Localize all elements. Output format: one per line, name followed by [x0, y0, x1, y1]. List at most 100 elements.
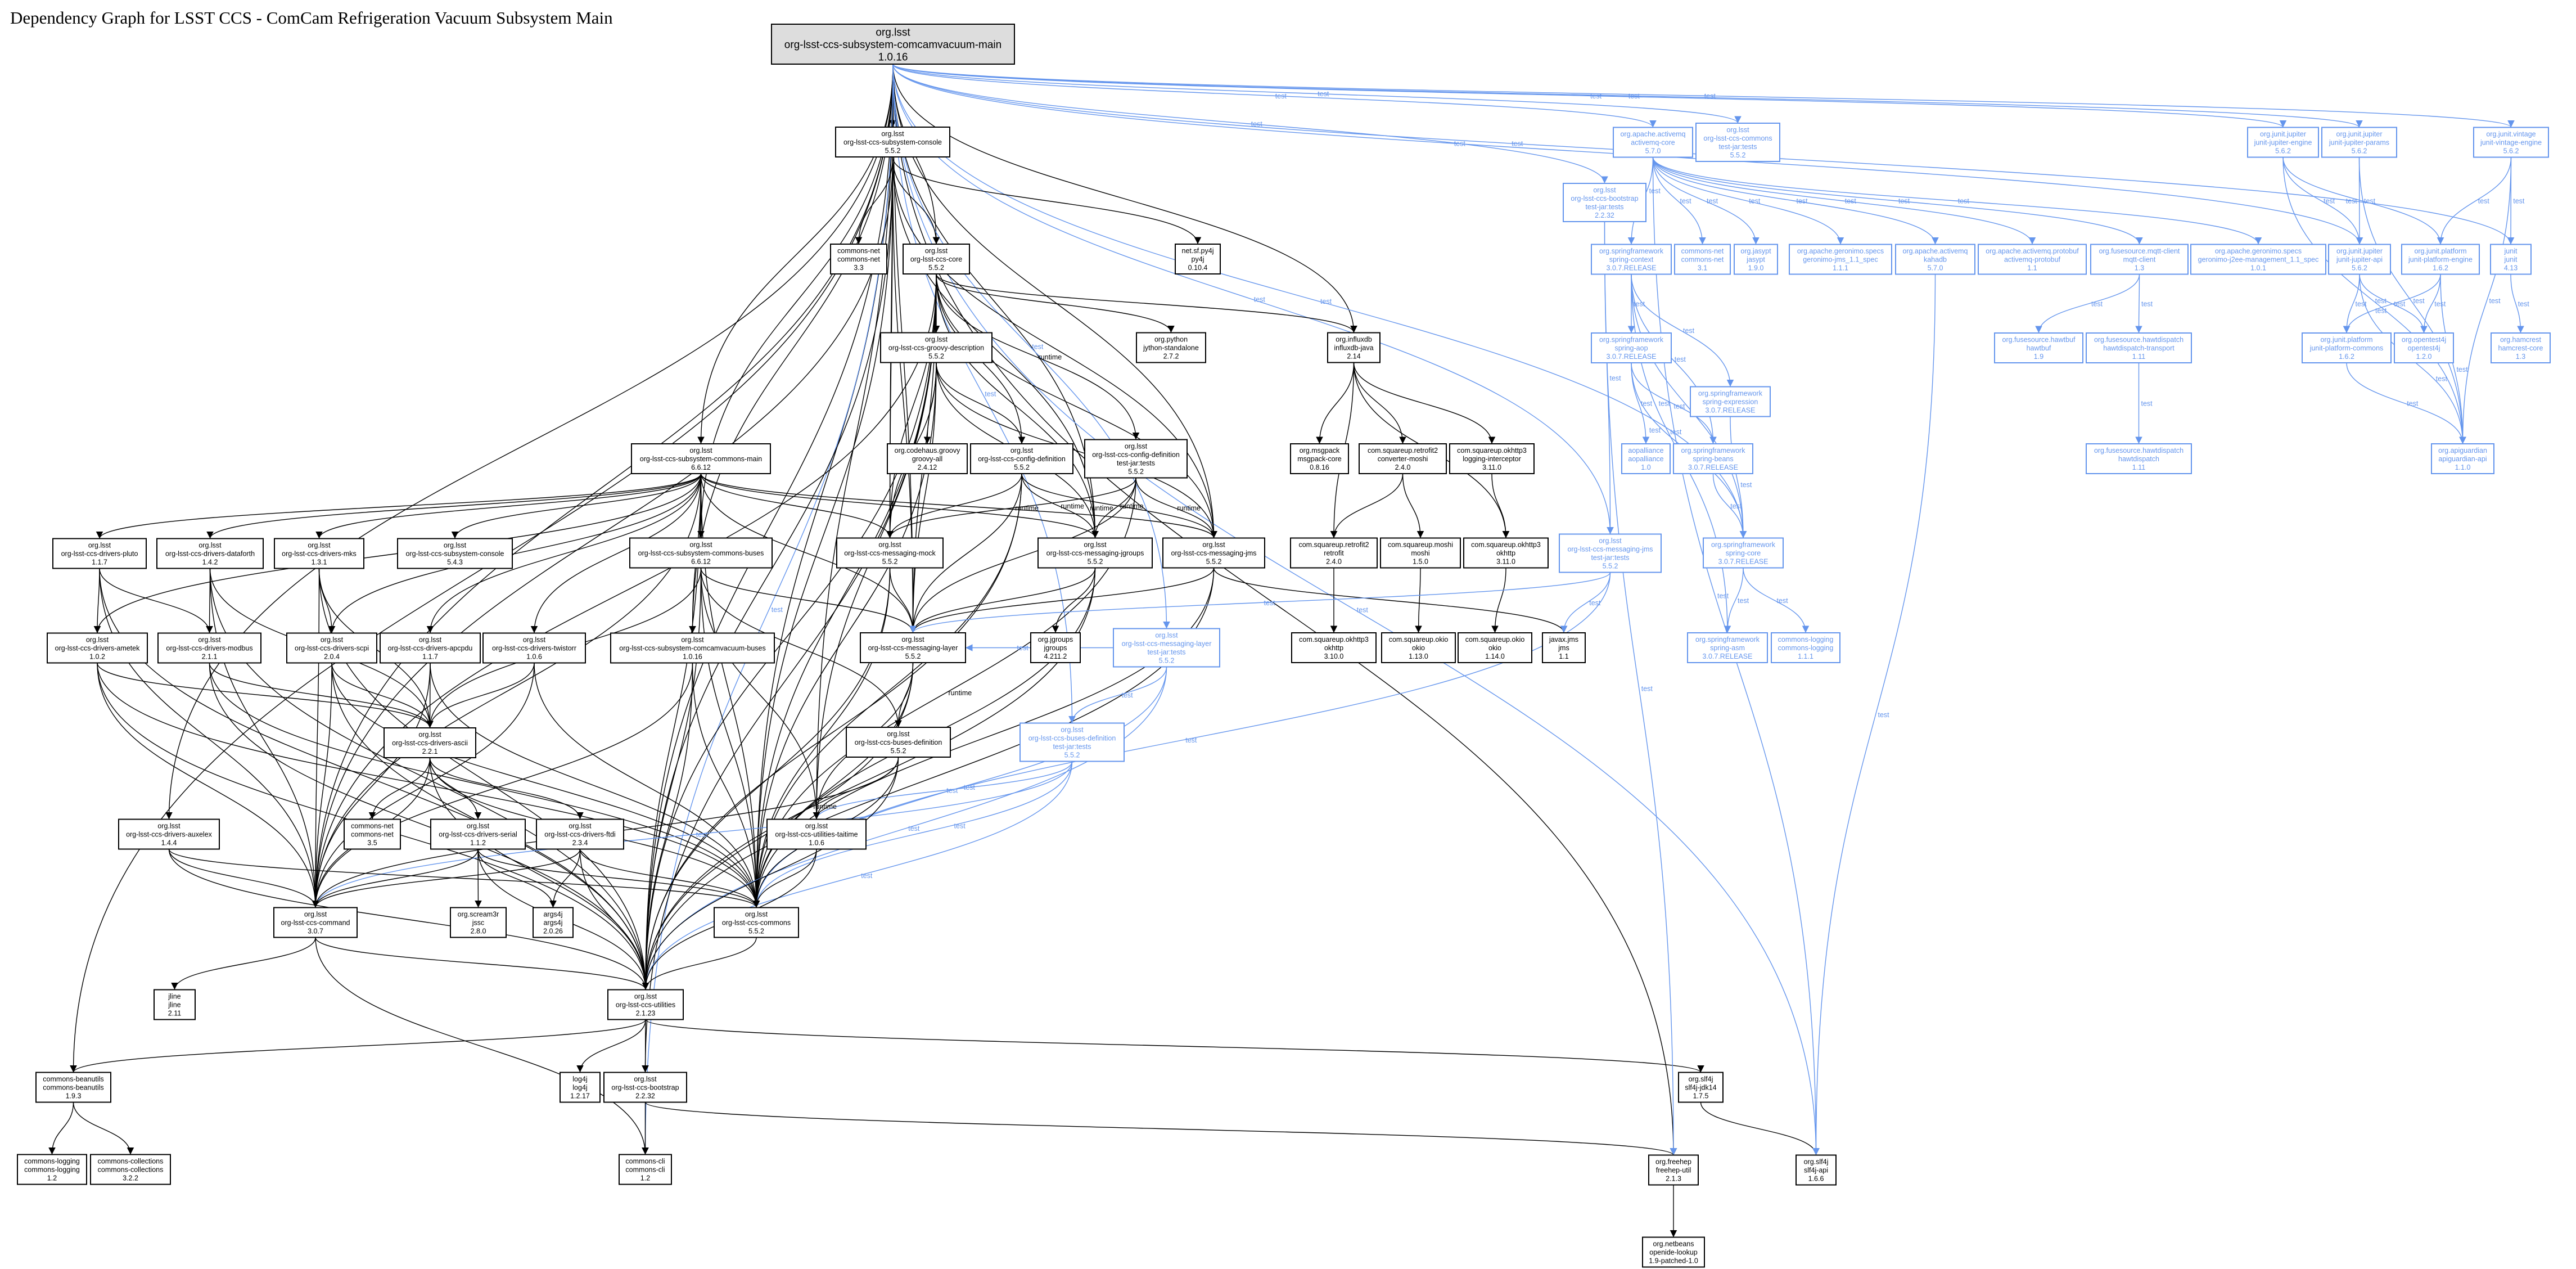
dependency-node-openide[interactable]: org.netbeansopenide-lookup1.9-patched-1.… — [1642, 1236, 1705, 1268]
dependency-node-dataforth[interactable]: org.lsstorg-lsst-ccs-drivers-dataforth1.… — [156, 538, 264, 569]
dependency-node-springasm[interactable]: org.springframeworkspring-asm3.0.7.RELEA… — [1687, 632, 1768, 663]
dependency-node-cbuses[interactable]: org.lsstorg-lsst-ccs-subsystem-commons-b… — [629, 537, 773, 569]
node-version: 1.2.17 — [570, 1092, 590, 1100]
node-group: org.apache.activemq — [1620, 130, 1685, 138]
dependency-node-layertest[interactable]: org.lsstorg-lsst-ccs-messaging-layertest… — [1113, 628, 1220, 668]
dependency-node-protobuf[interactable]: org.apache.activemq.protobufactivemq-pro… — [1978, 244, 2087, 275]
dependency-node-jupparams[interactable]: org.junit.jupiterjunit-jupiter-params5.6… — [2321, 127, 2397, 158]
dependency-node-configtest[interactable]: org.lsstorg-lsst-ccs-config-definitionte… — [1084, 439, 1188, 479]
dependency-node-root[interactable]: org.lsstorg-lsst-ccs-subsystem-comcamvac… — [771, 24, 1015, 65]
dependency-node-configdef[interactable]: org.lsstorg-lsst-ccs-config-definition5.… — [970, 443, 1073, 474]
dependency-node-busdeftest[interactable]: org.lsstorg-lsst-ccs-buses-definitiontes… — [1019, 722, 1125, 762]
dependency-node-jmstest[interactable]: org.lsstorg-lsst-ccs-messaging-jmstest-j… — [1559, 533, 1662, 573]
dependency-node-busdef[interactable]: org.lsstorg-lsst-ccs-buses-definition5.5… — [846, 727, 951, 758]
dependency-node-bootstraptest[interactable]: org.lsstorg-lsst-ccs-bootstraptest-jar:t… — [1563, 183, 1646, 222]
dependency-node-convmoshi[interactable]: com.squareup.retrofit2converter-moshi2.4… — [1359, 443, 1447, 474]
dependency-node-geronimojms[interactable]: org.apache.geronimo.specsgeronimo-jms_1.… — [1789, 244, 1892, 275]
dependency-node-platengine[interactable]: org.junit.platformjunit-platform-engine1… — [2401, 244, 2480, 275]
dependency-node-console543[interactable]: org.lsstorg-lsst-ccs-subsystem-console5.… — [397, 538, 513, 569]
dependency-node-cmain[interactable]: org.lsstorg-lsst-ccs-subsystem-commons-m… — [631, 443, 771, 474]
dependency-node-j2ee[interactable]: org.apache.geronimo.specsgeronimo-j2ee-m… — [2190, 244, 2326, 275]
dependency-node-auxelex[interactable]: org.lsstorg-lsst-ccs-drivers-auxelex1.4.… — [118, 818, 220, 850]
dependency-node-groovydesc[interactable]: org.lsstorg-lsst-ccs-groovy-description5… — [880, 332, 992, 363]
dependency-node-twistorr[interactable]: org.lsstorg-lsst-ccs-drivers-twistorr1.0… — [482, 632, 586, 664]
dependency-node-taitime[interactable]: org.lsstorg-lsst-ccs-utilities-taitime1.… — [766, 818, 867, 850]
dependency-node-vbuses[interactable]: org.lsstorg-lsst-ccs-subsystem-comcamvac… — [610, 632, 775, 664]
node-version: 1.4.2 — [202, 559, 218, 566]
dependency-node-springaop[interactable]: org.springframeworkspring-aop3.0.7.RELEA… — [1591, 332, 1672, 363]
dependency-node-springbeans[interactable]: org.springframeworkspring-beans3.0.7.REL… — [1673, 443, 1753, 474]
dependency-node-springexpr[interactable]: org.springframeworkspring-expression3.0.… — [1690, 386, 1771, 417]
dependency-node-platcommons[interactable]: org.junit.platformjunit-platform-commons… — [2302, 332, 2392, 363]
dependency-node-jupeng[interactable]: org.junit.jupiterjunit-jupiter-engine5.6… — [2247, 127, 2319, 158]
dependency-node-ccoll[interactable]: commons-collectionscommons-collections3.… — [90, 1154, 171, 1185]
dependency-node-console552[interactable]: org.lsstorg-lsst-ccs-subsystem-console5.… — [835, 127, 950, 158]
dependency-node-layer[interactable]: org.lsstorg-lsst-ccs-messaging-layer5.5.… — [860, 632, 966, 663]
dependency-node-jgroups[interactable]: org.lsstorg-lsst-ccs-messaging-jgroups5.… — [1037, 537, 1153, 569]
dependency-node-hawtdt[interactable]: org.fusesource.hawtdispatchhawtdispatch-… — [2086, 332, 2192, 363]
edge-scope-label: test — [1680, 197, 1692, 205]
dependency-node-logint[interactable]: com.squareup.okhttp3logging-interceptor3… — [1449, 443, 1535, 474]
dependency-node-vintage[interactable]: org.junit.vintagejunit-vintage-engine5.6… — [2473, 127, 2549, 158]
dependency-node-springcore[interactable]: org.springframeworkspring-core3.0.7.RELE… — [1703, 537, 1784, 569]
dependency-node-commonstest[interactable]: org.lsstorg-lsst-ccs-commonstest-jar:tes… — [1695, 123, 1780, 162]
dependency-node-springctx[interactable]: org.springframeworkspring-context3.0.7.R… — [1591, 244, 1672, 275]
dependency-edge — [1353, 362, 1406, 444]
dependency-node-hawtd[interactable]: org.fusesource.hawtdispatchhawtdispatch1… — [2086, 443, 2192, 474]
